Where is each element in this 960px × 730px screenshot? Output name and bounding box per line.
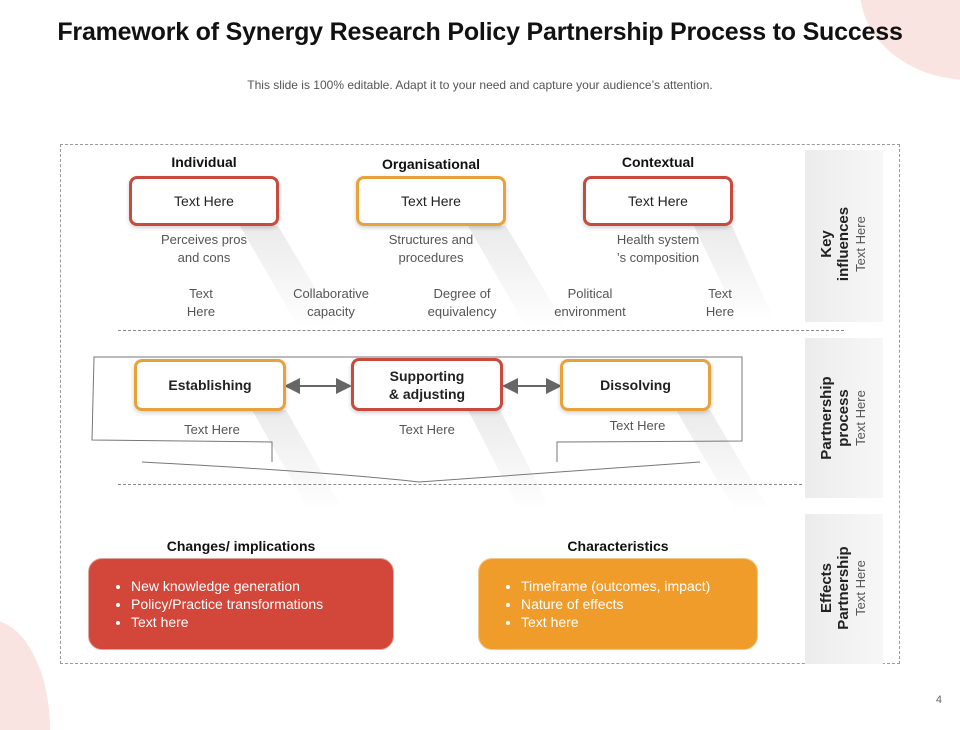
partnership-process-panel [805,338,883,498]
page-number: 4 [935,694,942,706]
dissolving-step: Dissolving [560,359,711,411]
changes-card: New knowledge generation Policy/Practice… [88,558,394,650]
effects-partnership-panel [805,514,883,664]
slide-subtitle: This slide is 100% editable. Adapt it to… [247,78,713,92]
supporting-adjusting-step: Supporting& adjusting [351,358,503,411]
list-item: Policy/Practice transformations [131,595,369,613]
contextual-box: Text Here [583,176,733,226]
dissolving-caption: Text Here [609,418,666,433]
header-individual: Individual [171,154,237,170]
header-characteristics: Characteristics [567,538,669,554]
list-item: Text here [131,613,369,631]
section-divider [118,484,802,485]
list-item: Timeframe (outcomes, impact) [521,577,733,595]
key-influences-panel [805,150,883,322]
list-item: Nature of effects [521,595,733,613]
list-item: New knowledge generation [131,577,369,595]
header-changes-implications: Changes/ implications [166,538,316,554]
header-contextual: Contextual [621,154,695,170]
characteristics-card: Timeframe (outcomes, impact) Nature of e… [478,558,758,650]
section-divider [118,330,844,331]
supporting-caption: Text Here [399,422,455,437]
establishing-caption: Text Here [184,422,240,437]
header-organisational: Organisational [381,156,481,172]
organisational-box: Text Here [356,176,506,226]
list-item: Text here [521,613,733,631]
diagram-frame [60,144,900,664]
slide-title: Framework of Synergy Research Policy Par… [57,18,903,46]
contextual-description: Health system’s composition [616,232,700,265]
establishing-step: Establishing [134,359,286,411]
individual-box: Text Here [129,176,279,226]
